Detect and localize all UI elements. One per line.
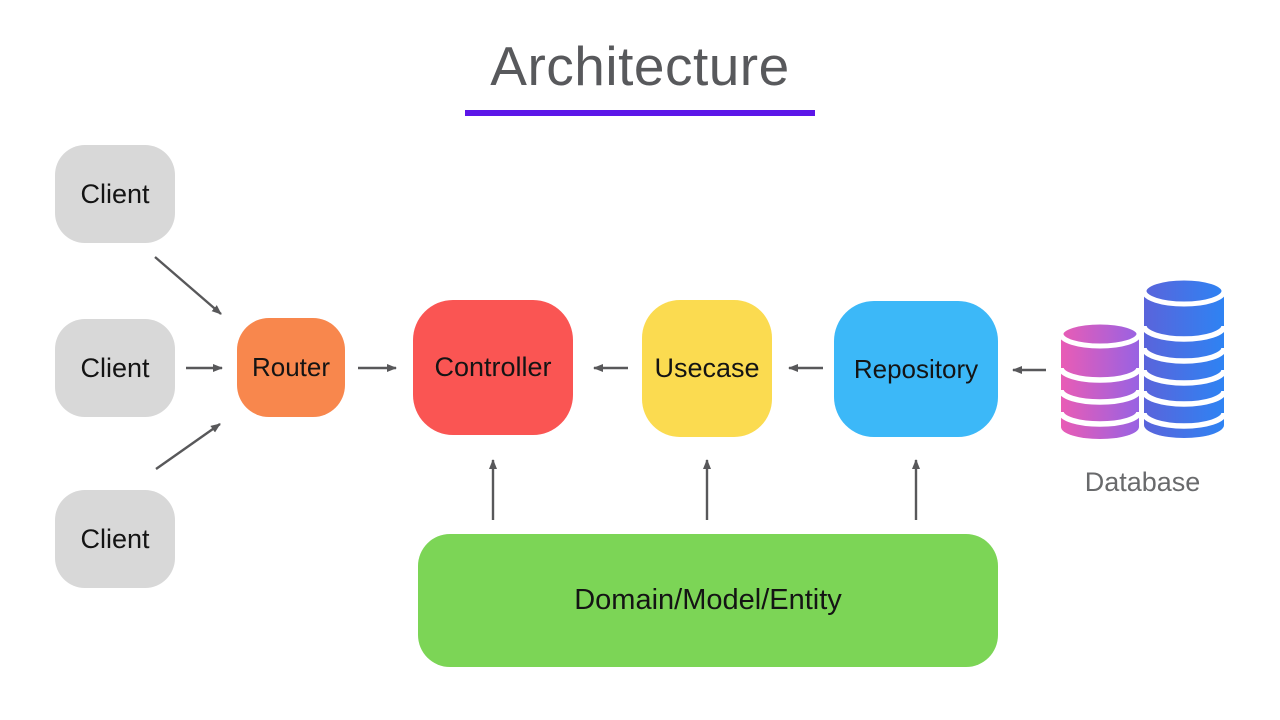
node-client-2[interactable]: Client <box>55 319 175 417</box>
page-title: Architecture <box>490 35 790 97</box>
title-underline <box>465 110 815 116</box>
node-domain-model-entity[interactable]: Domain/Model/Entity <box>418 534 998 667</box>
arrow-client3-to-router <box>155 423 221 470</box>
database-cylinder-left <box>1058 319 1142 439</box>
node-domain-label: Domain/Model/Entity <box>574 584 842 616</box>
node-client-3[interactable]: Client <box>55 490 175 588</box>
arrow-client1-to-router <box>154 256 222 315</box>
node-controller[interactable]: Controller <box>413 300 573 435</box>
node-router-label: Router <box>251 352 331 382</box>
node-usecase-label: Usecase <box>654 353 760 383</box>
database-icon[interactable] <box>1050 260 1235 450</box>
node-controller-label: Controller <box>434 352 552 382</box>
node-repository-label: Repository <box>853 353 979 384</box>
node-client-3-label: Client <box>80 523 150 554</box>
database-label: Database <box>1084 467 1201 497</box>
node-router[interactable]: Router <box>237 318 345 417</box>
database-cylinder-right <box>1141 275 1227 438</box>
node-client-1[interactable]: Client <box>55 145 175 243</box>
node-client-2-label: Client <box>80 352 150 383</box>
node-usecase[interactable]: Usecase <box>642 300 772 437</box>
node-client-1-label: Client <box>80 178 150 209</box>
node-repository[interactable]: Repository <box>834 301 998 437</box>
